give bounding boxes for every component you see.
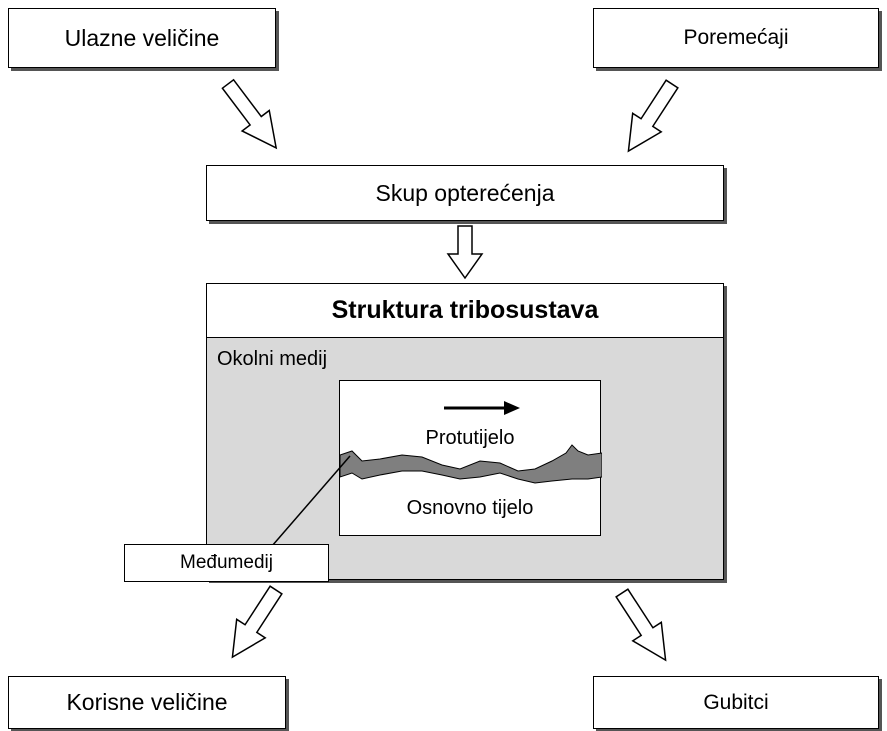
arrow-disturbances-to-loads	[627, 79, 679, 153]
inputs-label: Ulazne veličine	[64, 24, 220, 51]
arrow-structure-to-losses	[615, 588, 667, 662]
loads-box: Skup opterećenja	[206, 165, 724, 221]
loads-label: Skup opterećenja	[375, 179, 555, 206]
surrounding-medium-label: Okolni medij	[217, 348, 328, 370]
tribo-contact-box: Protutijelo Osnovno tijelo	[339, 380, 602, 536]
structure-box: Struktura tribosustava Okolni medij Prot…	[206, 283, 724, 580]
arrow-right-icon	[444, 401, 520, 415]
losses-box: Gubitci	[593, 676, 879, 729]
useful-outputs-box: Korisne veličine	[8, 676, 286, 729]
useful-outputs-label: Korisne veličine	[66, 689, 228, 715]
structure-title: Struktura tribosustava	[207, 284, 723, 338]
disturbances-label: Poremećaji	[683, 26, 789, 49]
base-body-label: Osnovno tijelo	[406, 497, 534, 519]
arrow-inputs-to-loads	[221, 78, 278, 150]
arrow-structure-to-useful	[231, 585, 283, 659]
losses-label: Gubitci	[703, 690, 769, 714]
inputs-box: Ulazne veličine	[8, 8, 276, 68]
interface-medium-label: Međumedij	[180, 552, 273, 573]
interface-medium-box: Međumedij	[124, 544, 329, 582]
interface-layer	[340, 401, 602, 484]
arrow-loads-to-structure	[446, 225, 484, 280]
structure-title-text: Struktura tribosustava	[331, 296, 599, 324]
disturbances-box: Poremećaji	[593, 8, 879, 68]
counter-body-label: Protutijelo	[425, 427, 515, 449]
interface-medium-band	[340, 444, 602, 484]
